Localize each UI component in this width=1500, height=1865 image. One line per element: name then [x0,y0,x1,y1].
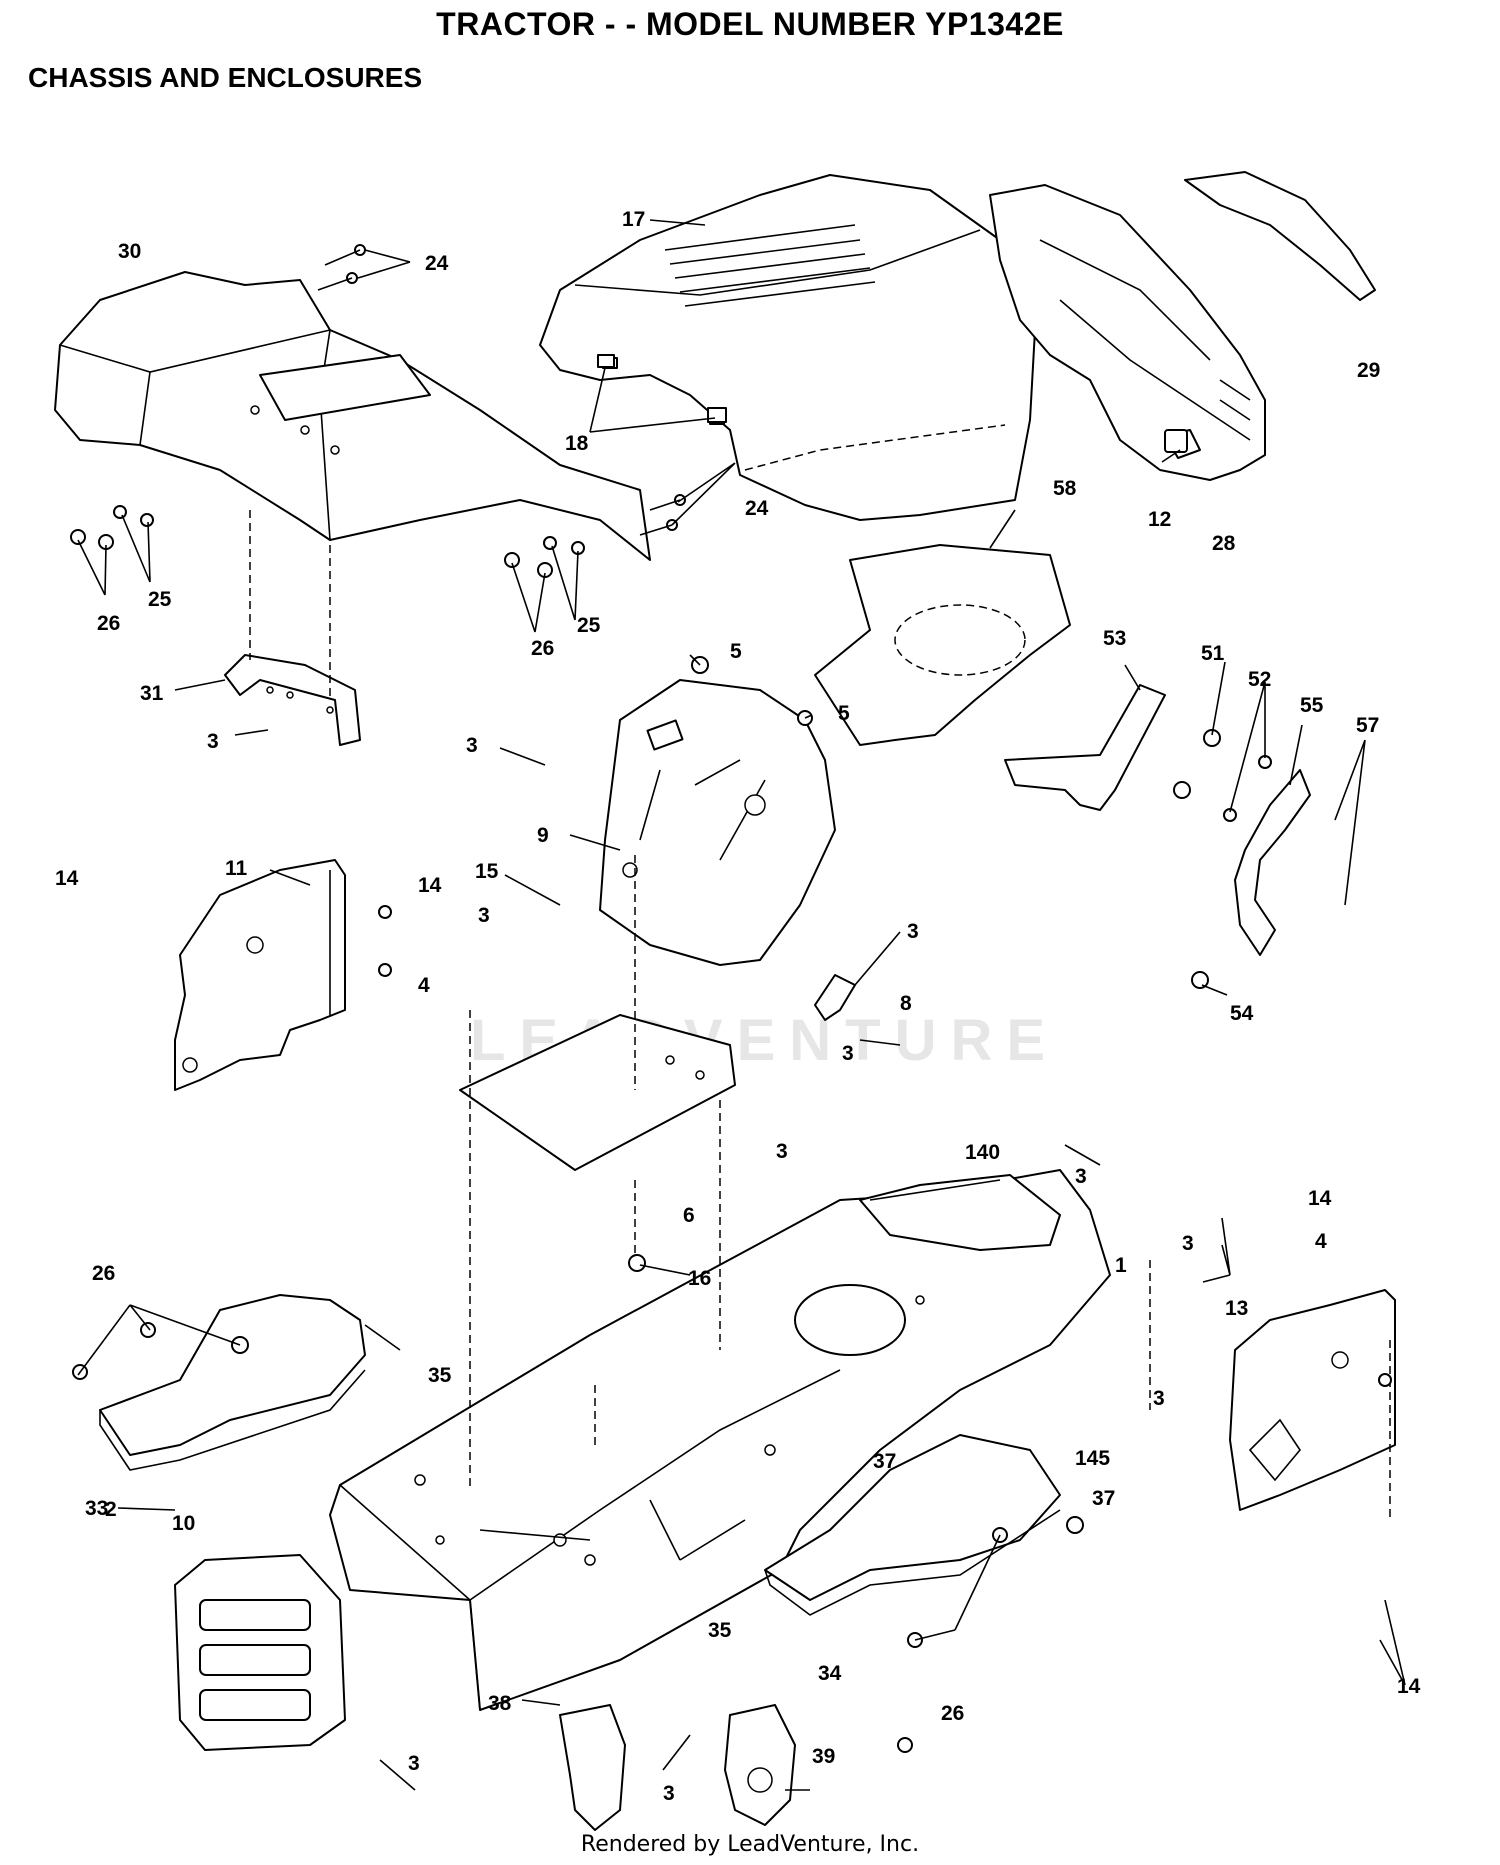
section-title: CHASSIS AND ENCLOSURES [28,62,423,93]
front-support-plate-part [174,1554,346,1751]
callout-58: 58 [1053,477,1077,500]
callout-24: 24 [425,252,449,275]
callout-3: 3 [1153,1387,1165,1410]
right-footrest-part [764,1434,1061,1616]
callout-2: 2 [105,1498,117,1521]
hood-pivot-bracket-part [1004,684,1166,811]
callout-18: 18 [565,432,589,455]
callout-12: 12 [1148,508,1171,531]
callout-3: 3 [478,904,490,927]
rear-fender-part [54,271,651,561]
callout-11: 11 [225,857,248,880]
wire-clip-part [814,974,856,1021]
callout-39: 39 [812,1745,835,1768]
callout-labels: 17 24 30 18 29 12 28 24 25 26 25 26 58 5… [55,208,1421,1805]
callout-33: 33 [85,1497,108,1520]
fender-bracket-part [224,654,361,746]
assembly-lines [249,510,1391,1520]
callout-13: 13 [1225,1297,1248,1320]
callout-29: 29 [1357,359,1380,382]
callout-3: 3 [1075,1165,1087,1188]
callout-9: 9 [537,824,549,847]
right-lift-bracket-part [724,1704,796,1826]
callout-3: 3 [663,1782,675,1805]
hood-clip-nut-part [1164,429,1188,453]
left-lift-bracket-part [559,1704,626,1831]
callout-26: 26 [941,1702,964,1725]
callout-14: 14 [1397,1675,1421,1698]
callout-3: 3 [842,1042,854,1065]
hood-part [539,174,1036,521]
left-side-panel-part [174,859,346,1091]
callout-14: 14 [418,874,442,897]
callout-54: 54 [1230,1002,1254,1025]
hood-mount-bracket-part [1234,769,1311,956]
callout-3: 3 [207,730,219,753]
callout-26: 26 [92,1262,115,1285]
callout-28: 28 [1212,532,1236,555]
callout-5: 5 [730,640,742,663]
callout-57: 57 [1356,714,1379,737]
callout-30: 30 [118,240,141,263]
callout-55: 55 [1300,694,1324,717]
diagram-title: TRACTOR - - MODEL NUMBER YP1342E [436,6,1064,42]
callout-3: 3 [408,1752,420,1775]
callout-4: 4 [1315,1230,1327,1253]
callout-51: 51 [1201,642,1225,665]
callout-6: 6 [683,1204,695,1227]
callout-31: 31 [140,682,164,705]
callout-14: 14 [55,867,79,890]
callout-25: 25 [148,588,172,611]
callout-35: 35 [708,1619,732,1642]
callout-15: 15 [475,860,499,883]
callout-8: 8 [900,992,912,1015]
callout-4: 4 [418,974,430,997]
callout-16: 16 [688,1267,711,1290]
dash-panel-part [599,679,836,966]
callout-5: 5 [838,702,850,725]
right-side-panel-part [1229,1289,1396,1511]
callout-1: 1 [1115,1254,1127,1277]
heat-shield-part [459,1014,736,1171]
callout-14: 14 [1308,1187,1332,1210]
callout-17: 17 [622,208,645,231]
callout-34: 34 [818,1662,842,1685]
callout-25: 25 [577,614,601,637]
callout-37: 37 [873,1450,896,1473]
callout-53: 53 [1103,627,1126,650]
callout-3: 3 [1182,1232,1194,1255]
callout-145: 145 [1075,1447,1110,1470]
callout-52: 52 [1248,668,1271,691]
footer-credit: Rendered by LeadVenture, Inc. [580,1832,920,1857]
callout-3: 3 [907,920,919,943]
callout-140: 140 [965,1141,1000,1164]
callout-26: 26 [97,612,120,635]
callout-37: 37 [1092,1487,1115,1510]
callout-24: 24 [745,497,769,520]
callout-3: 3 [776,1140,788,1163]
callout-26: 26 [531,637,554,660]
callout-38: 38 [488,1692,512,1715]
callout-35: 35 [428,1364,452,1387]
leader-lines [77,219,1406,1791]
left-footrest-part [99,1294,366,1471]
callout-10: 10 [172,1512,195,1535]
callout-3: 3 [466,734,478,757]
air-dam-part [814,544,1071,746]
fasteners [70,244,1392,1753]
